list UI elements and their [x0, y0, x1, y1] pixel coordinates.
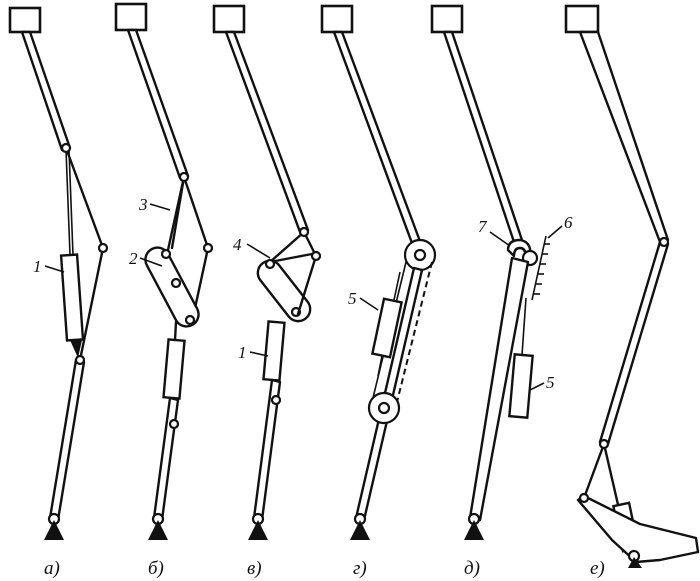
pivot-joint [310, 250, 322, 262]
thigh-link [578, 30, 670, 244]
pivot-joint [578, 492, 590, 504]
callout-leader [547, 225, 563, 239]
hydraulic-cylinder-5 [370, 297, 404, 359]
rod-4-lower [268, 252, 314, 264]
panel-label-f: е) [590, 558, 605, 579]
knee-pulley-hub [413, 248, 427, 262]
callout-6: 6 [564, 213, 573, 232]
lever-pin [160, 248, 172, 260]
foot-base [464, 520, 484, 540]
cylinder-rod [65, 149, 71, 256]
pivot-joint [60, 142, 72, 154]
callout-leader [489, 231, 511, 247]
thigh-link [442, 30, 526, 250]
callout-5: 5 [348, 289, 357, 308]
panel-c: 4 1 в) [212, 4, 322, 579]
callout-leader [249, 351, 269, 357]
callout-leader [44, 265, 65, 273]
cylinder-rod-2 [68, 149, 74, 256]
rod-right [296, 254, 318, 316]
lever-4 [256, 259, 312, 323]
rod-3-upper [166, 175, 186, 252]
cylinder-rod [393, 271, 401, 301]
rack-teeth [534, 243, 550, 295]
hydraulic-cylinder [262, 320, 286, 382]
hydraulic-cylinder-5 [508, 353, 534, 419]
foot-base [350, 520, 370, 540]
thigh-link [224, 30, 310, 234]
cylinder-rod-lower [377, 355, 383, 377]
shank-link [48, 358, 86, 522]
cylinder-tip [70, 340, 82, 358]
lever-pin [184, 314, 196, 326]
panel-label-b: б) [148, 558, 164, 579]
ankle-strut [582, 442, 606, 500]
top-mount [320, 4, 354, 34]
hydraulic-cylinder [162, 338, 186, 400]
panel-label-d: г) [353, 558, 367, 579]
callout-1: 1 [238, 343, 247, 362]
thigh-link [332, 30, 426, 256]
pivot-joint [178, 171, 190, 183]
panel-label-e: д) [464, 558, 480, 579]
top-mount [114, 2, 148, 32]
foot-base [44, 520, 64, 540]
foot-base [628, 557, 642, 568]
shank-link [598, 240, 670, 446]
thigh-link [20, 30, 72, 152]
belt-line [395, 261, 433, 407]
callout-leader [139, 257, 163, 267]
thigh-link [126, 28, 190, 180]
rod-3 [182, 175, 210, 250]
lever-pin [264, 258, 276, 270]
knee-rod-lower [78, 246, 105, 362]
panel-label-a: а) [44, 558, 60, 579]
pivot-joint [658, 236, 670, 248]
panel-a: 1 а) [8, 6, 109, 579]
callout-1: 1 [33, 257, 42, 276]
knee-rod [64, 146, 105, 250]
callout-leader [246, 243, 271, 259]
shank-link [152, 396, 180, 522]
foot-base [148, 520, 168, 540]
rack-6 [531, 235, 547, 301]
panel-f: е) [564, 4, 700, 579]
pivot-joint [298, 226, 310, 238]
rod-4 [268, 230, 306, 264]
pivot-joint [74, 354, 86, 366]
panel-d: 5 г) [320, 4, 437, 579]
top-mount [212, 4, 246, 34]
cylinder-rod [173, 320, 178, 342]
pivot-joint [168, 418, 180, 430]
panel-b: 3 2 б) [114, 2, 214, 579]
callout-leader [529, 382, 545, 391]
pivot-joint [97, 242, 109, 254]
pivot-joint [270, 394, 282, 406]
callout-4: 4 [233, 235, 242, 254]
foot-plate [576, 494, 700, 564]
lever-2 [144, 246, 200, 328]
callout-leader [149, 203, 171, 211]
top-mount [8, 6, 42, 34]
pivot-joint [598, 438, 610, 450]
callout-2: 2 [129, 249, 138, 268]
callout-5: 5 [546, 373, 555, 392]
foot-base [248, 520, 268, 540]
lower-pulley-hub [377, 401, 391, 415]
callout-leader [359, 297, 379, 311]
top-mount [430, 4, 464, 34]
top-mount [564, 4, 600, 34]
callout-3: 3 [138, 195, 148, 214]
pivot-joint [202, 242, 214, 254]
callout-7: 7 [478, 217, 488, 236]
panel-label-c: в) [247, 558, 262, 579]
cylinder-rod [521, 297, 527, 356]
lever-pin [170, 277, 182, 289]
panel-e: 7 6 5 д) [430, 4, 573, 579]
hydraulic-cylinder [59, 253, 85, 342]
